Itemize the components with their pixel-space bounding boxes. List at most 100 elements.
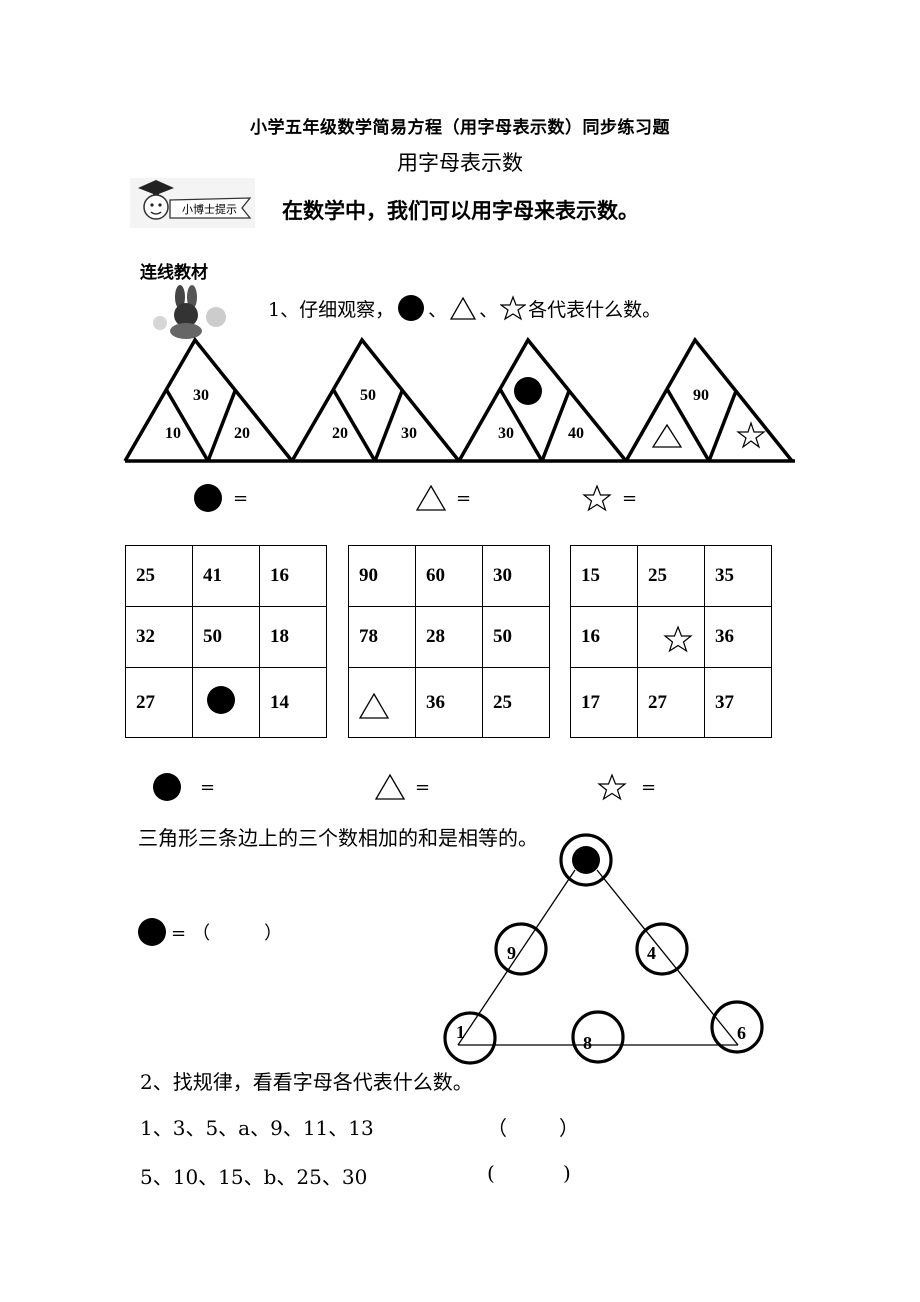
grid-cell: 78	[348, 606, 416, 668]
grid-cell: 16	[570, 606, 638, 668]
doctor-tip-badge: 小博士提示	[130, 178, 255, 228]
equals-sign: =	[456, 487, 472, 509]
separator: 、	[479, 298, 499, 321]
puzzle1-right: 20	[234, 425, 250, 442]
answer-star-row2: =	[597, 773, 656, 801]
filled-circle-icon	[207, 685, 235, 714]
puzzle3-left: 30	[498, 425, 514, 442]
grid-cell: 15	[570, 545, 638, 607]
answer-circle-row2: =	[152, 772, 215, 802]
node-value: 6	[737, 1023, 746, 1043]
star-icon	[500, 295, 527, 321]
puzzle1-left: 10	[165, 425, 181, 442]
answer-close: ）	[264, 923, 283, 944]
node-value: 8	[583, 1033, 592, 1053]
sequence-b-open: (	[487, 1161, 495, 1185]
puzzle1-top: 30	[193, 387, 209, 404]
triangle-icon	[375, 773, 405, 800]
node-left-mid	[494, 922, 548, 976]
node-right-mid	[635, 922, 689, 976]
grid-cell: 36	[415, 667, 483, 738]
grid-cell: 41	[192, 545, 260, 607]
grid-cell: 27	[125, 667, 193, 738]
circle-answer-blank: =（ ）	[137, 917, 282, 947]
triangle-sum-rule: 三角形三条边上的三个数相加的和是相等的。	[138, 826, 538, 850]
section-title: 用字母表示数	[397, 151, 523, 175]
filled-circle-icon	[138, 918, 166, 946]
grid-cell: 25	[637, 545, 705, 607]
puzzle3-right: 40	[568, 425, 584, 442]
grid-cell: 18	[259, 606, 327, 668]
page-title: 小学五年级数学简易方程（用字母表示数）同步练习题	[250, 118, 670, 138]
equals-sign: =	[622, 487, 638, 509]
grid-cell: 25	[125, 545, 193, 607]
triangle-icon	[416, 484, 446, 511]
grid-cell: 27	[637, 667, 705, 738]
grid-cell-circle	[192, 667, 260, 738]
star-icon	[736, 421, 766, 449]
sequence-a-open: （	[487, 1116, 507, 1140]
node-top	[559, 833, 613, 887]
sequence-a-close: ）	[559, 1116, 579, 1140]
filled-circle-icon	[572, 846, 600, 874]
grid-cell: 17	[570, 667, 638, 738]
filled-circle-icon	[153, 773, 181, 801]
grid-cell-star	[637, 606, 705, 668]
answer-open: =（	[171, 923, 217, 944]
grid-cell: 28	[415, 606, 483, 668]
equals-sign: =	[641, 776, 657, 798]
grid-cell: 14	[259, 667, 327, 738]
q1-suffix: 各代表什么数。	[528, 298, 662, 321]
grid-cell: 16	[259, 545, 327, 607]
answer-triangle-row2: =	[375, 773, 430, 801]
node-value: 1	[456, 1022, 465, 1042]
textbook-link-illustration: 连线教材	[140, 258, 240, 339]
filled-circle-icon	[398, 295, 425, 321]
puzzle2-top: 50	[360, 387, 376, 404]
grid-cell: 35	[704, 545, 772, 607]
puzzle2-right: 30	[401, 425, 417, 442]
sequence-a: 1、3、5、a、9、11、13	[140, 1116, 374, 1140]
triangle-icon	[449, 296, 477, 320]
rabbit-icon	[153, 285, 226, 339]
illustration-label: 连线教材	[140, 263, 208, 283]
sequence-a-answer-blank[interactable]	[505, 1112, 555, 1136]
triangle-puzzles: 30 10 20 50 20 30 30 40 90	[123, 336, 795, 463]
grid-cell: 30	[482, 545, 550, 607]
triangle-icon	[651, 423, 683, 448]
sequence-b-close: )	[563, 1161, 571, 1185]
doctor-tip-label: 小博士提示	[182, 203, 237, 216]
star-icon	[597, 773, 627, 801]
grid-cell: 37	[704, 667, 772, 738]
grid-cell: 90	[348, 545, 416, 607]
answer-circle-row1: =	[193, 483, 248, 513]
separator: 、	[428, 298, 448, 321]
equals-sign: =	[233, 487, 249, 509]
grid-cell: 50	[482, 606, 550, 668]
tip-text: 在数学中，我们可以用字母来表示数。	[282, 199, 639, 223]
answer-star-row1: =	[582, 484, 637, 512]
grid-cell-triangle	[348, 667, 416, 738]
puzzle4-top: 90	[693, 387, 709, 404]
grid-cell: 36	[704, 606, 772, 668]
grid-cell: 25	[482, 667, 550, 738]
answer-triangle-row1: =	[416, 484, 471, 512]
equals-sign: =	[200, 776, 216, 798]
sequence-b: 5、10、15、b、25、30	[140, 1165, 368, 1189]
question-1-prompt: 1、仔细观察， 、 、 各代表什么数。	[268, 293, 661, 323]
grid-cell: 32	[125, 606, 193, 668]
triangle-icon	[358, 692, 390, 719]
node-value: 9	[507, 943, 516, 963]
sequence-b-answer-blank[interactable]	[505, 1161, 560, 1185]
star-icon	[582, 484, 612, 512]
star-icon	[663, 625, 693, 653]
node-bottom-left	[443, 1011, 497, 1065]
q1-prefix: 1、仔细观察，	[268, 298, 395, 321]
filled-circle-icon	[514, 377, 542, 405]
node-bottom-right	[710, 1000, 764, 1054]
filled-circle-icon	[194, 484, 222, 512]
node-value: 4	[647, 943, 656, 963]
